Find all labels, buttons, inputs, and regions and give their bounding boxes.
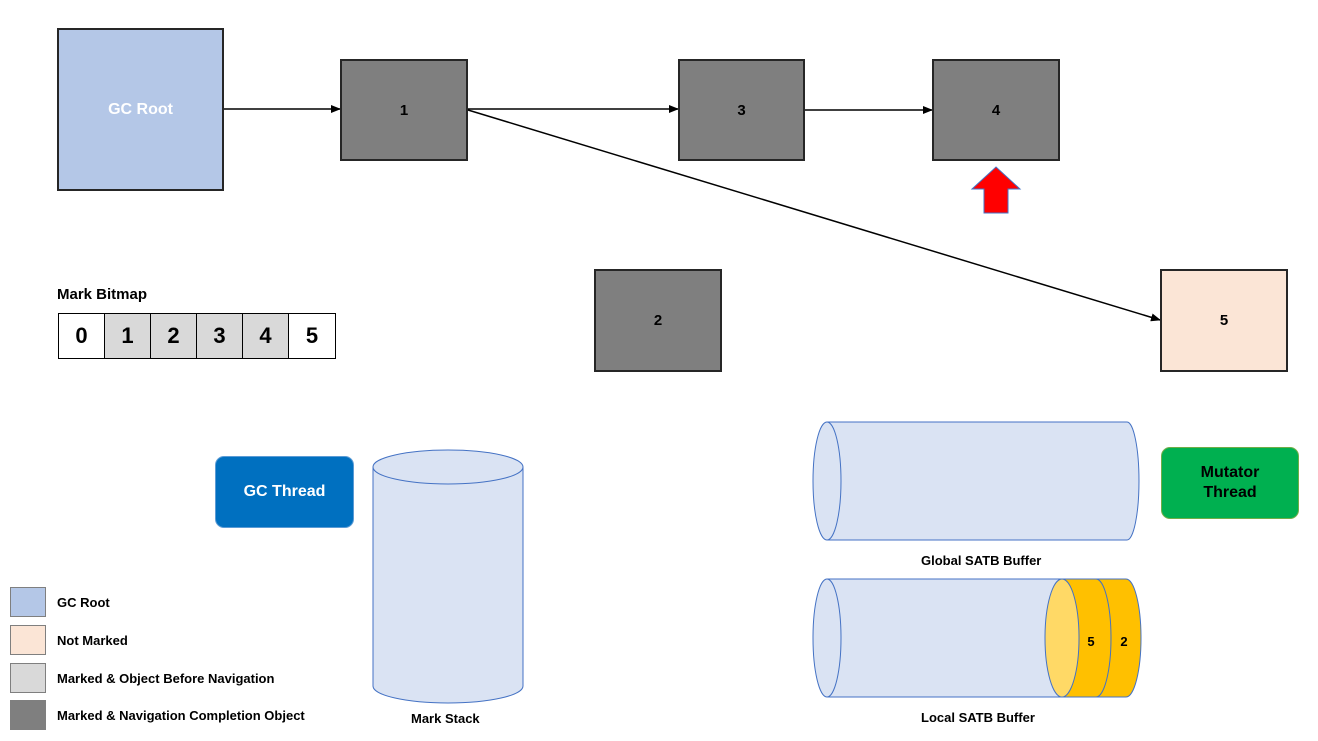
node-4: 4 (932, 59, 1060, 161)
legend-swatch-navigation-complete (10, 700, 46, 730)
bitmap-cell-1: 1 (105, 314, 151, 358)
gc-thread-label: GC Thread (243, 483, 326, 500)
node-3-label: 3 (737, 101, 746, 119)
legend-swatch-gc-root (10, 587, 46, 617)
mutator-thread: Mutator Thread (1161, 447, 1299, 519)
local-satb-buffer-caption: Local SATB Buffer (921, 710, 1035, 725)
local-satb-buffer-cylinder (812, 578, 1063, 698)
node-gc-root-label: GC Root (108, 100, 173, 118)
mutator-thread-label-line1: Mutator (1200, 464, 1260, 481)
node-3: 3 (678, 59, 805, 161)
global-satb-buffer-cylinder (812, 421, 1140, 541)
bitmap-cell-2: 2 (151, 314, 197, 358)
node-1-label: 1 (399, 101, 409, 119)
legend-swatch-marked-before-navigation (10, 663, 46, 693)
mutator-thread-label-line2: Thread (1203, 484, 1257, 501)
global-satb-buffer-caption: Global SATB Buffer (921, 553, 1042, 568)
legend-swatch-not-marked (10, 625, 46, 655)
node-2: 2 (594, 269, 722, 372)
pointer-arrow-icon (970, 166, 1022, 214)
satb-entry-5 (1044, 578, 1112, 698)
mark-bitmap: 0 1 2 3 4 5 (58, 313, 336, 359)
node-4-label: 4 (991, 101, 1001, 119)
mark-bitmap-title: Mark Bitmap (57, 286, 148, 303)
node-gc-root: GC Root (57, 28, 224, 191)
legend-label-not-marked: Not Marked (57, 633, 128, 648)
gc-thread: GC Thread (215, 456, 354, 528)
node-5: 5 (1160, 269, 1288, 372)
bitmap-cell-4: 4 (243, 314, 289, 358)
bitmap-cell-5: 5 (289, 314, 335, 358)
legend-label-gc-root: GC Root (57, 595, 110, 610)
bitmap-cell-3: 3 (197, 314, 243, 358)
satb-entry-label-2: 2 (1120, 634, 1127, 649)
node-1: 1 (340, 59, 468, 161)
satb-entry-label-5: 5 (1087, 634, 1094, 649)
bitmap-cell-0: 0 (59, 314, 105, 358)
node-2-label: 2 (653, 312, 663, 329)
edge-1-to-5 (467, 109, 1161, 322)
mark-stack-cylinder (372, 449, 524, 704)
mark-stack-caption: Mark Stack (411, 711, 480, 726)
legend-label-marked-before-navigation: Marked & Object Before Navigation (57, 671, 275, 686)
legend-label-navigation-complete: Marked & Navigation Completion Object (57, 708, 305, 723)
node-5-label: 5 (1219, 312, 1229, 329)
